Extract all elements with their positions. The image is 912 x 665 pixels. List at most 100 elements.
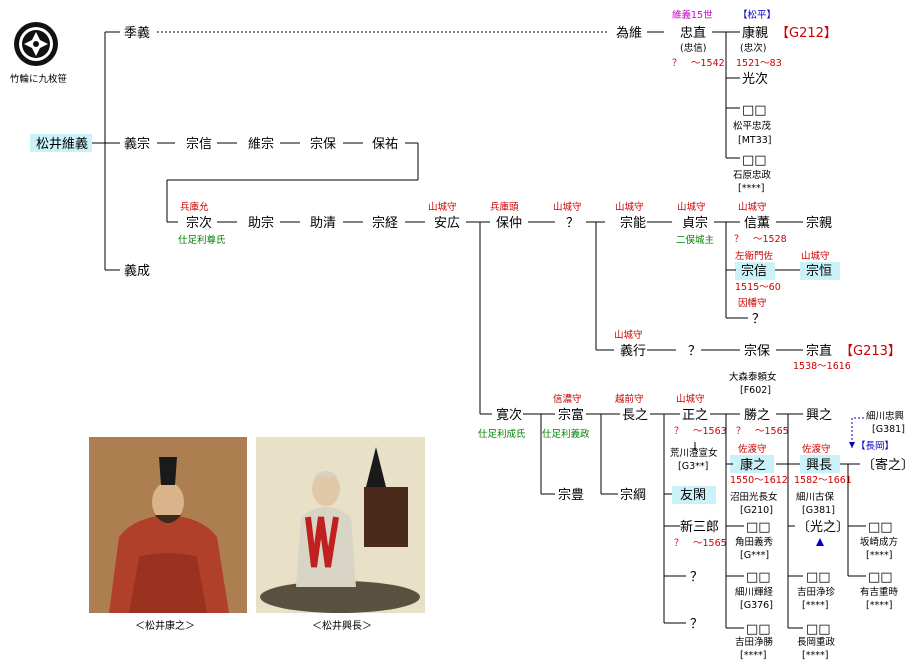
nagaoka-label: 【長岡】 [856, 441, 894, 452]
person-sadamune: 貞宗 [682, 215, 708, 231]
person-muneyoshi: 宗能 [620, 215, 646, 231]
okinaga-dates: 1582～1661 [794, 475, 852, 486]
person-nagayuki: 長之 [622, 408, 648, 423]
arrow-down-icon [849, 442, 855, 448]
person-bb3: □□ [746, 520, 771, 535]
person-sueyoshi: 季義 [124, 25, 150, 41]
person-unknown4: ？ [690, 570, 703, 585]
person-yoshinari: 義成 [124, 263, 150, 279]
sadamune-title: 山城守 [677, 201, 706, 213]
highlight-munenobu2 [735, 262, 775, 280]
tadanao-dates: ？ ～1542 [672, 58, 725, 69]
bb2-note: 石原忠政 [733, 169, 772, 181]
unknown1-title: 山城守 [553, 201, 582, 213]
munenao-wife: 大森泰頼女 [729, 371, 777, 383]
person-bb8: □□ [868, 520, 893, 535]
person-munetomi: 宗富 [558, 407, 584, 423]
bb1-note: 松平忠茂 [733, 120, 772, 132]
yoshiyuki-title: 山城守 [614, 329, 643, 341]
nobukun-dates: ？ ～1528 [734, 234, 787, 245]
person-tadanao: 忠直 [680, 26, 706, 41]
portrait-okinaga [256, 437, 425, 613]
person-unknown1: ？ [566, 216, 579, 231]
munetomi-title: 信濃守 [553, 393, 582, 405]
crest-label: 竹輪に九枚笹 [10, 73, 67, 85]
okinaga-title: 佐渡守 [802, 443, 831, 455]
person-tamenobu: 為維 [616, 25, 642, 41]
highlight-root [30, 134, 92, 152]
highlight-tomokan [672, 486, 716, 504]
person-yasuyuki: 康之 [740, 457, 766, 473]
nobukun-title: 山城守 [738, 201, 767, 213]
person-munenobu2: 宗信 [741, 263, 767, 279]
person-hirotsugu: 寛次 [496, 407, 522, 423]
person-yasuhiro2: 安広 [434, 216, 460, 231]
person-sukemune: 助宗 [248, 215, 274, 231]
bb3-note: 角田義秀 [735, 536, 774, 548]
bb6-ref: [****] [802, 600, 828, 611]
person-unknown5: ？ [690, 617, 703, 632]
katsuyuki-dates: ？ ～1565 [736, 426, 789, 437]
person-mitsutsugu: 光次 [742, 71, 768, 87]
munetsune2-title: 山城守 [801, 250, 830, 262]
masayuki-title: 山城守 [676, 393, 705, 405]
person-yasuchika: 康親 [742, 25, 768, 41]
person-yasuhiro: 保祐 [372, 137, 398, 152]
yasuchika-clan: 【松平】 [738, 9, 776, 21]
yasuhiro2-title: 山城守 [428, 201, 457, 213]
bb9-note: 有吉重時 [860, 586, 899, 598]
person-munetsugu: 宗次 [186, 215, 212, 231]
masayuki-dates: ？ ～1563 [674, 426, 727, 437]
person-munetsune: 宗経 [372, 215, 398, 231]
person-bb9: □□ [868, 570, 893, 585]
bb5-note: 吉田浄勝 [735, 636, 774, 648]
highlight-okinaga [800, 455, 840, 473]
yasunaka-title: 兵庫頭 [490, 201, 519, 213]
munenao-dates: 1538～1616 [793, 361, 851, 372]
person-bb5: □□ [746, 622, 771, 637]
person-yoshimune: 義宗 [124, 136, 150, 152]
munenobu2-dates: 1515～60 [735, 282, 781, 293]
bb5-ref: [****] [740, 650, 766, 661]
person-okinaga: 興長 [806, 458, 832, 473]
person-munetoyo: 宗豊 [558, 487, 584, 503]
bb7-ref: [****] [802, 650, 828, 661]
person-yasunaka: 保仲 [496, 216, 522, 231]
person-unknown3: ？ [688, 344, 701, 359]
muneyoshi-title: 山城守 [615, 201, 644, 213]
yasuyuki-wife: 沼田光長女 [730, 491, 778, 503]
portrait-caption-yasuyuki: ＜松井康之＞ [135, 621, 195, 632]
person-munechika: 宗親 [806, 215, 832, 231]
tadanao-alias: (忠信) [680, 42, 706, 54]
person-bb7: □□ [806, 622, 831, 637]
hosokawa: 細川忠興 [866, 410, 905, 422]
person-okiyuki: 興之 [806, 408, 832, 423]
hosokawa-ref: [G381] [872, 424, 905, 435]
munenao-wife-ref: [F602] [740, 385, 771, 396]
munenao-ref: 【G213】 [840, 344, 901, 359]
person-munenao: 宗直 [806, 343, 832, 359]
yasuyuki-wife-ref: [G210] [740, 505, 773, 516]
person-muneyasu2: 宗保 [744, 343, 770, 359]
sadamune-note: 二俣城主 [676, 234, 714, 246]
person-korimune: 維宗 [248, 136, 274, 152]
person-yoriyuki: 〔寄之〕 [862, 457, 912, 473]
innokami-title: 因幡守 [738, 297, 767, 309]
munetsugu-title: 兵庫允 [180, 201, 209, 213]
person-sukekiyo: 助清 [310, 216, 336, 231]
person-munetsuna: 宗綱 [620, 487, 646, 503]
person-munenobu: 宗信 [186, 136, 212, 152]
family-crest-icon [14, 22, 58, 66]
tadanao-title: 維義15世 [672, 9, 713, 21]
yasuyuki-title: 佐渡守 [738, 443, 767, 455]
person-masayuki: 正之 [682, 408, 708, 423]
person-shinsaburo: 新三郎 [680, 519, 719, 535]
connector-lines [92, 31, 866, 629]
person-bb1: □□ [742, 103, 767, 118]
person-tomokan: 友閑 [680, 487, 706, 503]
bb9-ref: [****] [866, 600, 892, 611]
bb7-note: 長岡重政 [797, 636, 836, 648]
person-bb4: □□ [746, 570, 771, 585]
highlight-yasuyuki [730, 455, 774, 473]
